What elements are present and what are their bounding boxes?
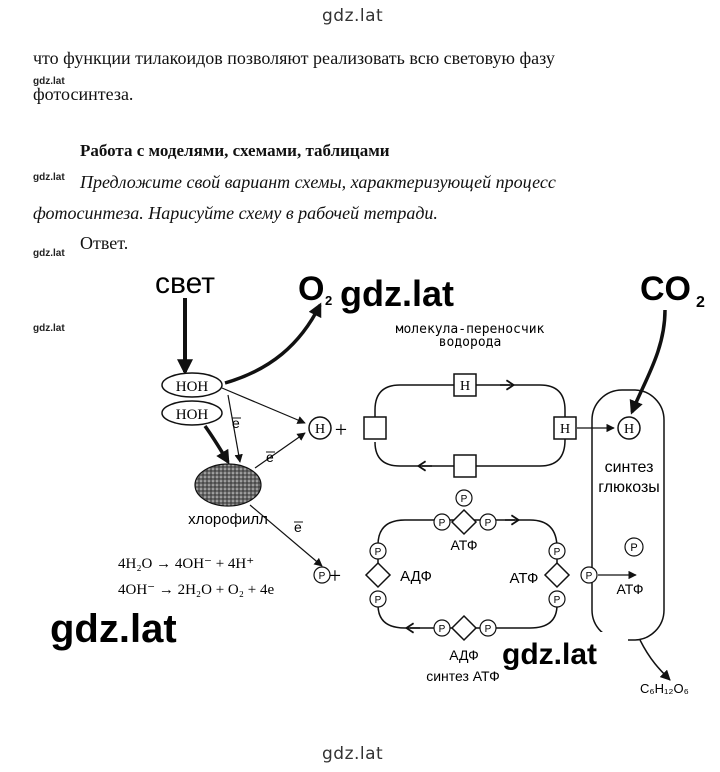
paragraph-line-1: что функции тилакоидов позволяют реализо… bbox=[33, 48, 555, 68]
watermark-large: gdz.lat bbox=[50, 607, 177, 651]
watermark-large: gdz.lat bbox=[502, 638, 597, 671]
atp-synthesis-label: синтез АТФ bbox=[426, 668, 500, 684]
o2-label: O bbox=[298, 270, 324, 308]
hydrogen-circle bbox=[617, 416, 641, 440]
watermark-small: gdz.lat bbox=[33, 172, 65, 183]
glucose-synthesis-label: синтез bbox=[605, 459, 654, 476]
hoh-label: НОН bbox=[176, 379, 209, 395]
watermark-bottom: gdz.lat bbox=[322, 744, 384, 764]
co2-label: CO bbox=[640, 270, 691, 308]
empty-carrier bbox=[363, 416, 387, 440]
watermark-top: gdz.lat bbox=[322, 6, 384, 26]
phosphate-label: P bbox=[439, 518, 446, 529]
chlorophyll-label: хлорофилл bbox=[188, 511, 268, 528]
hydrogen-label: Н bbox=[560, 422, 570, 437]
phosphate-label: P bbox=[439, 624, 446, 635]
hydrogen-label: Н bbox=[460, 379, 470, 394]
phosphate-label: P bbox=[586, 571, 593, 582]
phosphate-label: P bbox=[485, 624, 492, 635]
o2-arrow bbox=[224, 302, 322, 385]
hoh-ellipse bbox=[161, 372, 223, 398]
equation-1: 4H₂O → 4OH⁻ + 4H⁺ bbox=[118, 556, 254, 572]
hoh-label: НОН bbox=[176, 407, 209, 423]
proton-arrow bbox=[221, 387, 306, 424]
task-line-1: Предложите свой вариант схемы, характери… bbox=[80, 172, 556, 192]
section-heading: Работа с моделями, схемами, таблицами bbox=[80, 141, 390, 160]
loaded-carrier bbox=[453, 373, 477, 397]
electron-arrow bbox=[254, 432, 306, 469]
paragraph-line-2: фотосинтеза. bbox=[33, 84, 134, 104]
electron-arrow bbox=[249, 504, 323, 567]
hoh-ellipse bbox=[161, 400, 223, 426]
phosphate-label: P bbox=[485, 518, 492, 529]
glucose-arrow bbox=[639, 639, 671, 681]
electron-arrow bbox=[227, 394, 243, 463]
hydrogen-label: Н bbox=[624, 422, 634, 437]
adp-label: АДФ bbox=[400, 568, 432, 585]
electron-label: e bbox=[294, 519, 302, 535]
empty-carrier bbox=[453, 454, 477, 478]
watermark-small: gdz.lat bbox=[33, 248, 65, 259]
equation-2: 4OH⁻ → 2H₂O + O₂ + 4e bbox=[118, 582, 274, 598]
plus-sign: + bbox=[329, 563, 341, 588]
electron-label: e bbox=[266, 449, 274, 465]
electron-label: e bbox=[232, 415, 240, 431]
phosphate-label: P bbox=[375, 595, 382, 606]
o2-subscript: 2 bbox=[325, 293, 332, 308]
water-arrow bbox=[203, 424, 230, 465]
plus-sign: + bbox=[335, 417, 347, 442]
phosphate-label: P bbox=[375, 547, 382, 558]
chlorophyll-shape bbox=[194, 463, 262, 507]
phosphate-label: P bbox=[554, 595, 561, 606]
atp-label: АТФ bbox=[617, 581, 644, 597]
adp-label: АДФ bbox=[449, 647, 479, 663]
loaded-carrier bbox=[553, 416, 577, 440]
hydrogen-label: Н bbox=[315, 422, 325, 437]
light-label: свет bbox=[155, 267, 215, 300]
carrier-label: водорода bbox=[439, 335, 502, 350]
answer-label: Ответ. bbox=[80, 233, 129, 253]
co2-arrow bbox=[629, 309, 667, 415]
atp-label: АТФ bbox=[451, 537, 478, 553]
watermark-small: gdz.lat bbox=[33, 76, 65, 87]
hydrogen-carrier-cycle bbox=[374, 384, 566, 467]
watermark-small: gdz.lat bbox=[33, 323, 65, 334]
glucose-formula: C₆H₁₂O₆ bbox=[640, 681, 689, 696]
glucose-synthesis-label: глюкозы bbox=[598, 479, 660, 496]
phosphate-label: P bbox=[630, 542, 637, 554]
phosphate-label: P bbox=[461, 494, 468, 505]
co2-subscript: 2 bbox=[696, 294, 705, 311]
atp-label: АТФ bbox=[510, 570, 539, 587]
phosphate-label: P bbox=[319, 571, 326, 582]
watermark-large: gdz.lat bbox=[340, 273, 454, 314]
hydrogen-circle bbox=[308, 416, 332, 440]
carrier-label: молекула-переносчик bbox=[396, 322, 545, 337]
task-line-2: фотосинтеза. Нарисуйте схему в рабочей т… bbox=[33, 203, 438, 223]
phosphate-label: P bbox=[554, 547, 561, 558]
